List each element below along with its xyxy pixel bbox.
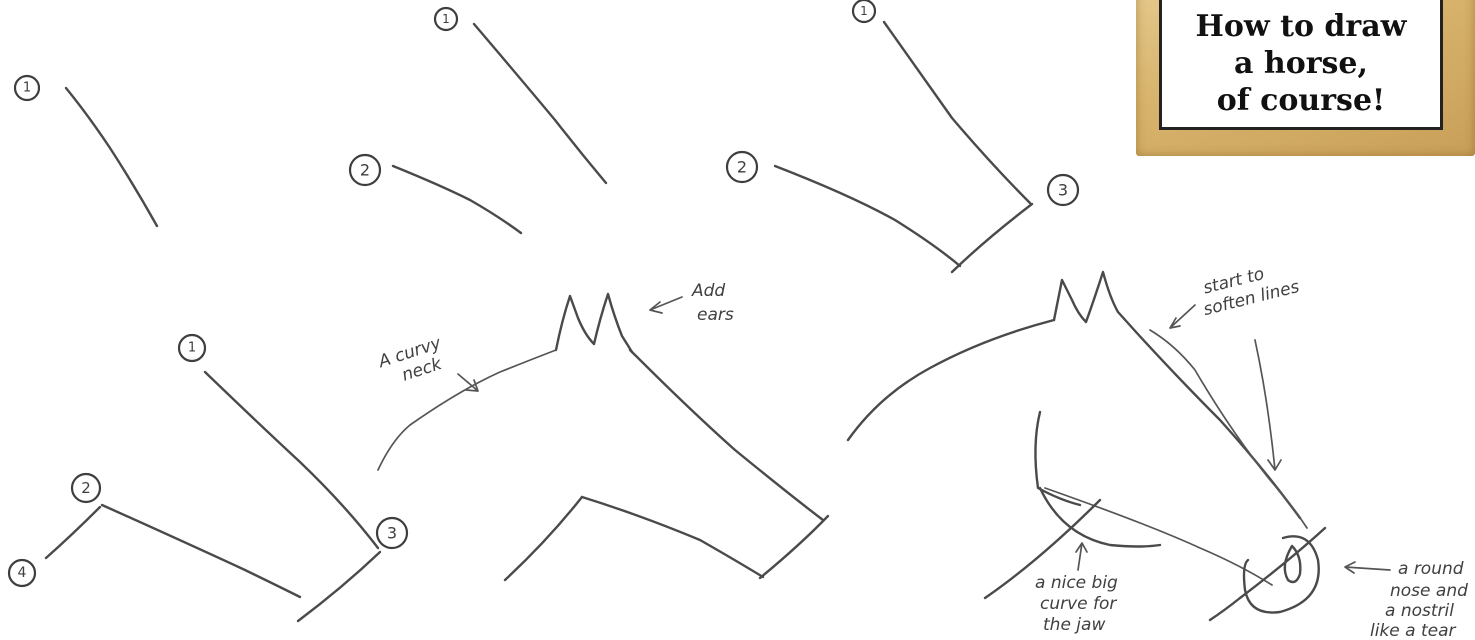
title-line-1: How to draw	[1196, 8, 1407, 45]
svg-text:3: 3	[387, 524, 397, 543]
step4-marker-2: 2	[72, 474, 100, 502]
step3-marker-2: 2	[727, 152, 757, 182]
step-4-group: 1 2 3 4	[9, 335, 407, 621]
step4-line-3	[298, 552, 380, 621]
title-frame: How to draw a horse, of course!	[1136, 0, 1475, 156]
jaw-note-line-2: curve for	[1040, 594, 1117, 614]
soften-arrow-lower	[1255, 340, 1281, 470]
horse-softened-stage	[848, 272, 1390, 620]
svg-text:1: 1	[188, 341, 196, 356]
step2-line-1	[474, 24, 606, 183]
step4-marker-3: 3	[377, 518, 407, 548]
step4-line-2	[102, 505, 300, 597]
svg-text:1: 1	[860, 4, 868, 18]
step2-line-2	[393, 166, 521, 233]
step-1-group: 1	[15, 76, 157, 226]
svg-text:1: 1	[23, 81, 31, 96]
horse-ears-stage	[378, 294, 828, 580]
annotation-ears: Add ears	[691, 281, 734, 325]
horse-throat-line	[505, 497, 582, 580]
step1-marker-1: 1	[15, 76, 39, 100]
horse-ears-outline	[556, 294, 632, 352]
horse2-ears-outline	[1054, 272, 1136, 332]
horse-forehead-line	[630, 350, 823, 520]
step4-line-1	[205, 372, 378, 548]
ears-note-line-2: ears	[697, 305, 734, 325]
annotation-nose: a round nose and a nostril like a tear	[1370, 559, 1468, 640]
svg-text:1: 1	[442, 12, 450, 26]
annotation-jaw: a nice big curve for the jaw	[1035, 573, 1118, 635]
svg-text:4: 4	[18, 565, 27, 581]
step4-marker-1: 1	[179, 335, 205, 361]
step3-line-3	[952, 204, 1032, 272]
step3-marker-1: 1	[853, 0, 875, 22]
step-2-group: 1 2	[350, 8, 606, 233]
annotation-neck: A curvy neck	[375, 333, 450, 392]
title-box: How to draw a horse, of course!	[1159, 0, 1443, 130]
jaw-note-line-3: the jaw	[1043, 615, 1105, 635]
horse2-lower-line	[1045, 488, 1272, 585]
step-3-group: 1 2 3	[727, 0, 1078, 272]
nose-arrow	[1345, 562, 1390, 573]
step3-line-1	[884, 22, 1030, 203]
soften-arrow-upper	[1170, 305, 1195, 328]
step2-marker-1: 1	[435, 8, 457, 30]
step3-marker-3: 3	[1048, 175, 1078, 205]
step4-marker-4: 4	[9, 560, 35, 586]
horse-jaw-line	[582, 497, 763, 577]
jaw-arrow	[1076, 543, 1087, 570]
nose-note-line-3: a nostril	[1385, 601, 1454, 621]
svg-text:2: 2	[737, 158, 747, 177]
annotation-soften: start to soften lines	[1196, 257, 1301, 321]
jaw-note-line-1: a nice big	[1035, 573, 1118, 593]
title-line-2: a horse,	[1234, 45, 1368, 82]
step2-marker-2: 2	[350, 155, 380, 185]
nose-note-line-1: a round	[1398, 559, 1464, 579]
step4-line-4	[46, 507, 100, 558]
horse-nose-line	[760, 516, 828, 578]
horse2-neck	[848, 320, 1054, 440]
step1-line-1	[66, 88, 157, 226]
svg-text:3: 3	[1058, 181, 1068, 200]
svg-text:2: 2	[81, 479, 91, 497]
ears-note-line-1: Add	[691, 281, 725, 301]
step3-line-2	[775, 166, 960, 266]
ears-arrow	[650, 297, 682, 313]
title-line-3: of course!	[1217, 82, 1385, 119]
svg-text:2: 2	[360, 161, 370, 180]
horse2-forehead	[1136, 332, 1300, 518]
nose-note-line-2: nose and	[1390, 581, 1468, 601]
nose-note-line-4: like a tear	[1370, 621, 1457, 640]
